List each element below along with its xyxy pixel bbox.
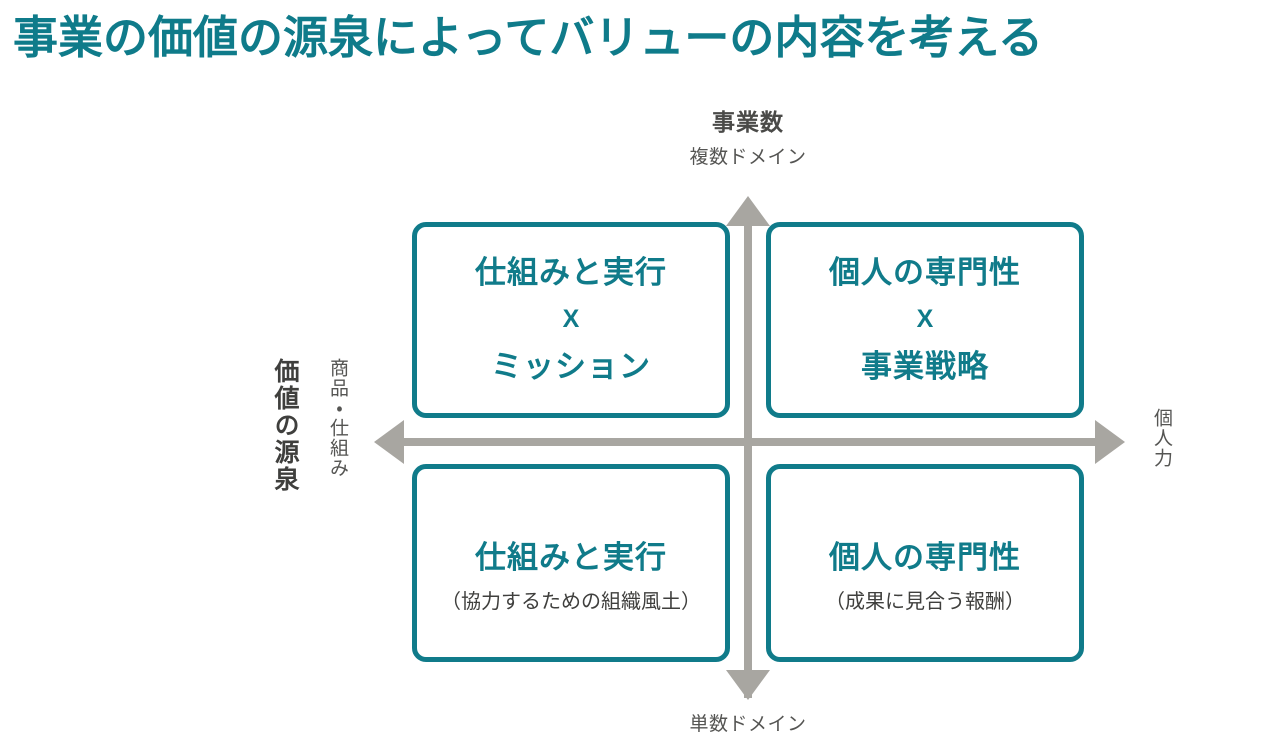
quadrant-top-left-line1: 仕組みと実行 [475,255,667,291]
vertical-axis-title: 事業数 [712,109,784,135]
quadrant-bottom-right-line1: 個人の専門性 [829,540,1021,575]
horizontal-axis-title: 価値の源泉 [271,358,299,493]
arrow-down-icon [726,670,770,700]
vertical-axis-top-label: 複数ドメイン [689,147,807,168]
quadrant-top-right-line1: 個人の専門性 [829,255,1021,291]
quadrant-top-left[interactable]: 仕組みと実行 X ミッション [412,222,730,418]
quadrant-bottom-right[interactable]: 個人の専門性 （成果に見合う報酬） [766,464,1084,662]
vertical-axis-line [744,218,752,698]
quadrant-bottom-left-note: （協力するための組織風土） [441,591,701,614]
quadrant-top-left-line2: ミッション [491,348,651,384]
quadrant-top-right-line2: 事業戦略 [861,348,989,384]
horizontal-axis-left-label: 商品・仕組み [327,358,348,478]
quadrant-top-right-operator: X [916,305,934,334]
quadrant-top-right[interactable]: 個人の専門性 X 事業戦略 [766,222,1084,418]
quadrant-top-left-operator: X [562,305,580,334]
horizontal-axis-right-label: 個人力 [1151,408,1172,468]
horizontal-axis-line [388,438,1118,446]
quadrant-bottom-left[interactable]: 仕組みと実行 （協力するための組織風土） [412,464,730,662]
quadrant-bottom-right-note: （成果に見合う報酬） [825,591,1025,614]
arrow-left-icon [374,420,404,464]
vertical-axis-bottom-label: 単数ドメイン [689,714,807,735]
page-title: 事業の価値の源泉によってバリューの内容を考える [13,12,1044,63]
arrow-right-icon [1095,420,1125,464]
arrow-up-icon [726,196,770,226]
quadrant-bottom-left-line1: 仕組みと実行 [475,540,667,575]
